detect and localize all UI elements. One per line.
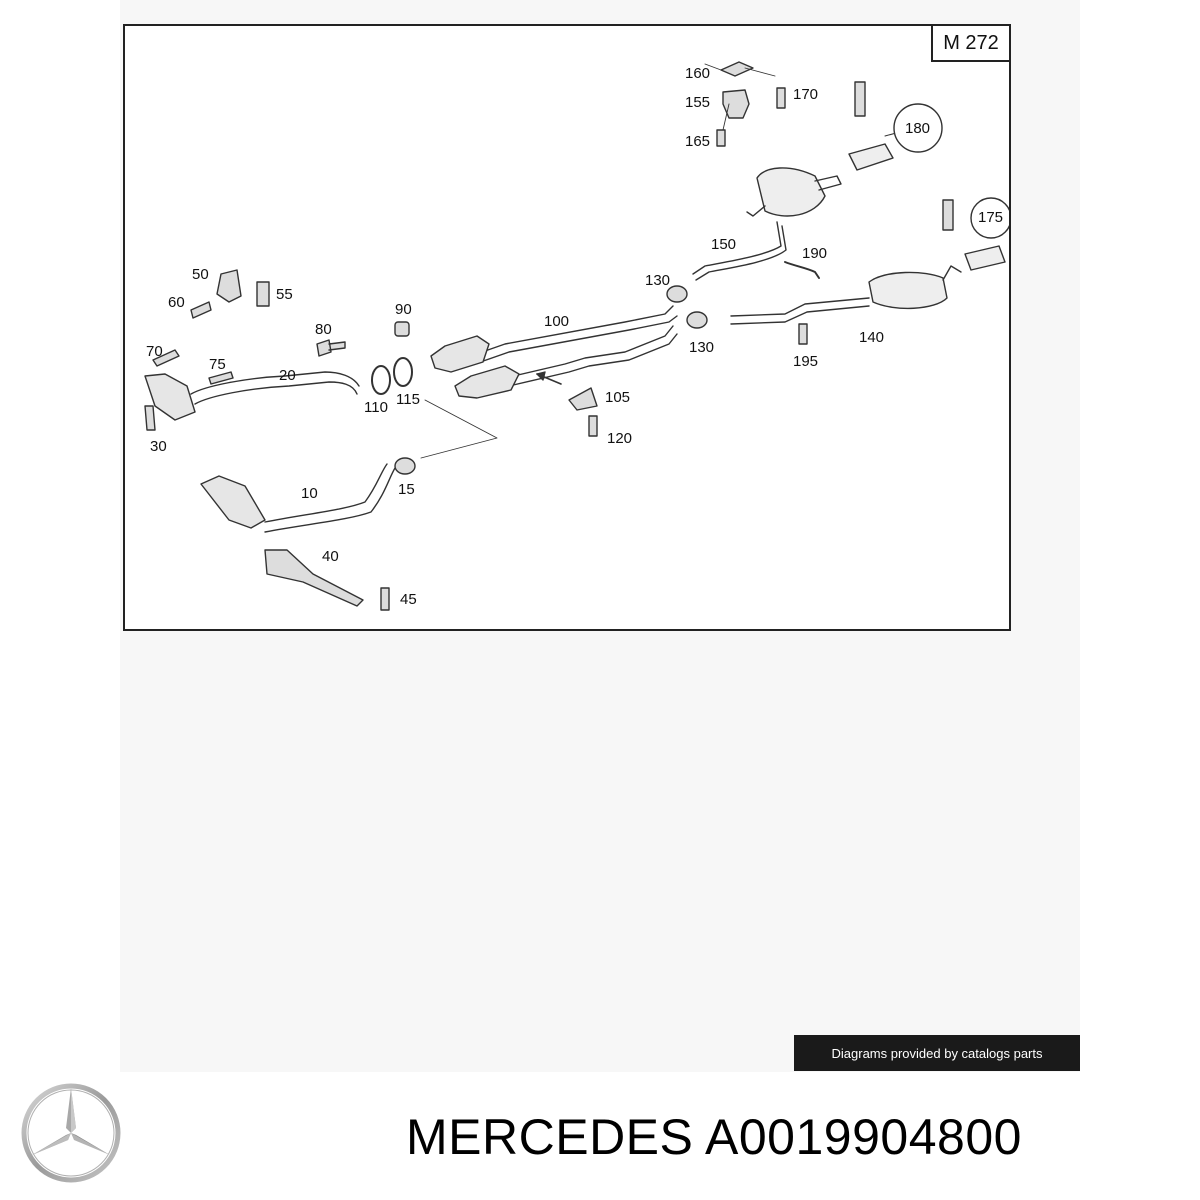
pipe-10 — [264, 463, 388, 523]
bracket-40 — [264, 549, 364, 607]
catalyst-10 — [200, 475, 266, 529]
bolt-45 — [380, 587, 390, 611]
callout-110: 110 — [364, 399, 388, 416]
catalyst-lower — [454, 365, 520, 399]
plate-55 — [256, 281, 270, 307]
gasket-110 — [371, 365, 391, 395]
rear-silencer-upper — [756, 167, 826, 217]
bolt-30 — [144, 405, 156, 431]
bolt-80 — [316, 339, 346, 357]
callout-150: 150 — [711, 236, 737, 253]
nut-90 — [394, 321, 410, 337]
diagram-credit-banner: Diagrams provided by catalogs parts — [794, 1035, 1080, 1071]
pipe-150 — [692, 221, 782, 275]
bolt-175 — [942, 199, 954, 231]
callout-105: 105 — [605, 389, 631, 406]
callout-30: 30 — [150, 438, 167, 455]
exhaust-parts-drawing — [144, 61, 1009, 611]
callout-195: 195 — [793, 353, 819, 370]
bolt-170 — [776, 87, 786, 109]
callout-15: 15 — [398, 481, 415, 498]
bracket-160 — [720, 61, 754, 77]
sensor-70 — [152, 349, 180, 367]
bracket-50 — [216, 269, 242, 303]
callout-75: 75 — [209, 356, 226, 373]
callout-160: 160 — [685, 65, 711, 82]
callout-130-lower: 130 — [689, 339, 715, 356]
callout-40: 40 — [322, 548, 339, 565]
exhaust-system-diagram: M 272 160 170 155 165 180 175 150 190 13… — [123, 24, 1011, 631]
engine-model-label: M 272 — [931, 24, 1011, 62]
callout-175: 175 — [978, 209, 1004, 226]
callout-130-upper: 130 — [645, 272, 671, 289]
gasket-115 — [393, 357, 413, 387]
bolt-60 — [190, 301, 212, 319]
callout-115: 115 — [396, 391, 420, 408]
callout-20: 20 — [279, 367, 296, 384]
rear-silencer-140 — [868, 271, 948, 310]
clamp-130-upper — [666, 285, 688, 303]
part-title: MERCEDES A0019904800 — [406, 1108, 1022, 1166]
hanger-190 — [784, 261, 820, 279]
sensor-75 — [208, 371, 234, 385]
pipe-140 — [730, 297, 870, 317]
callout-10: 10 — [301, 485, 318, 502]
clamp-130-lower — [686, 311, 708, 329]
callout-165: 165 — [685, 133, 711, 150]
callout-140: 140 — [859, 329, 885, 346]
pipe-20 — [190, 371, 360, 395]
callout-60: 60 — [168, 294, 185, 311]
pipe-100 — [464, 305, 674, 359]
callout-90: 90 — [395, 301, 412, 318]
catalyst-20 — [144, 373, 196, 421]
bolt-195 — [798, 323, 808, 345]
callout-50: 50 — [192, 266, 209, 283]
bolt-165 — [716, 129, 726, 147]
callout-45: 45 — [400, 591, 417, 608]
callout-170: 170 — [793, 86, 819, 103]
callout-190: 190 — [802, 245, 828, 262]
catalyst-upper — [430, 335, 490, 373]
callout-80: 80 — [315, 321, 332, 338]
brand-name: MERCEDES — [406, 1109, 694, 1165]
callout-155: 155 — [685, 94, 711, 111]
rubber-mount-155 — [722, 89, 750, 119]
callout-55: 55 — [276, 286, 293, 303]
bolt-180 — [854, 81, 866, 117]
tailpipe-175 — [964, 245, 1006, 271]
callout-120: 120 — [607, 430, 633, 447]
callout-100: 100 — [544, 313, 570, 330]
tailpipe-180 — [848, 143, 894, 171]
callout-180: 180 — [905, 120, 931, 137]
clamp-15 — [394, 457, 416, 475]
bracket-105 — [568, 387, 598, 411]
mercedes-star-logo-icon — [21, 1083, 121, 1183]
part-number: A0019904800 — [705, 1109, 1022, 1165]
bolt-120 — [588, 415, 598, 437]
callout-70: 70 — [146, 343, 163, 360]
